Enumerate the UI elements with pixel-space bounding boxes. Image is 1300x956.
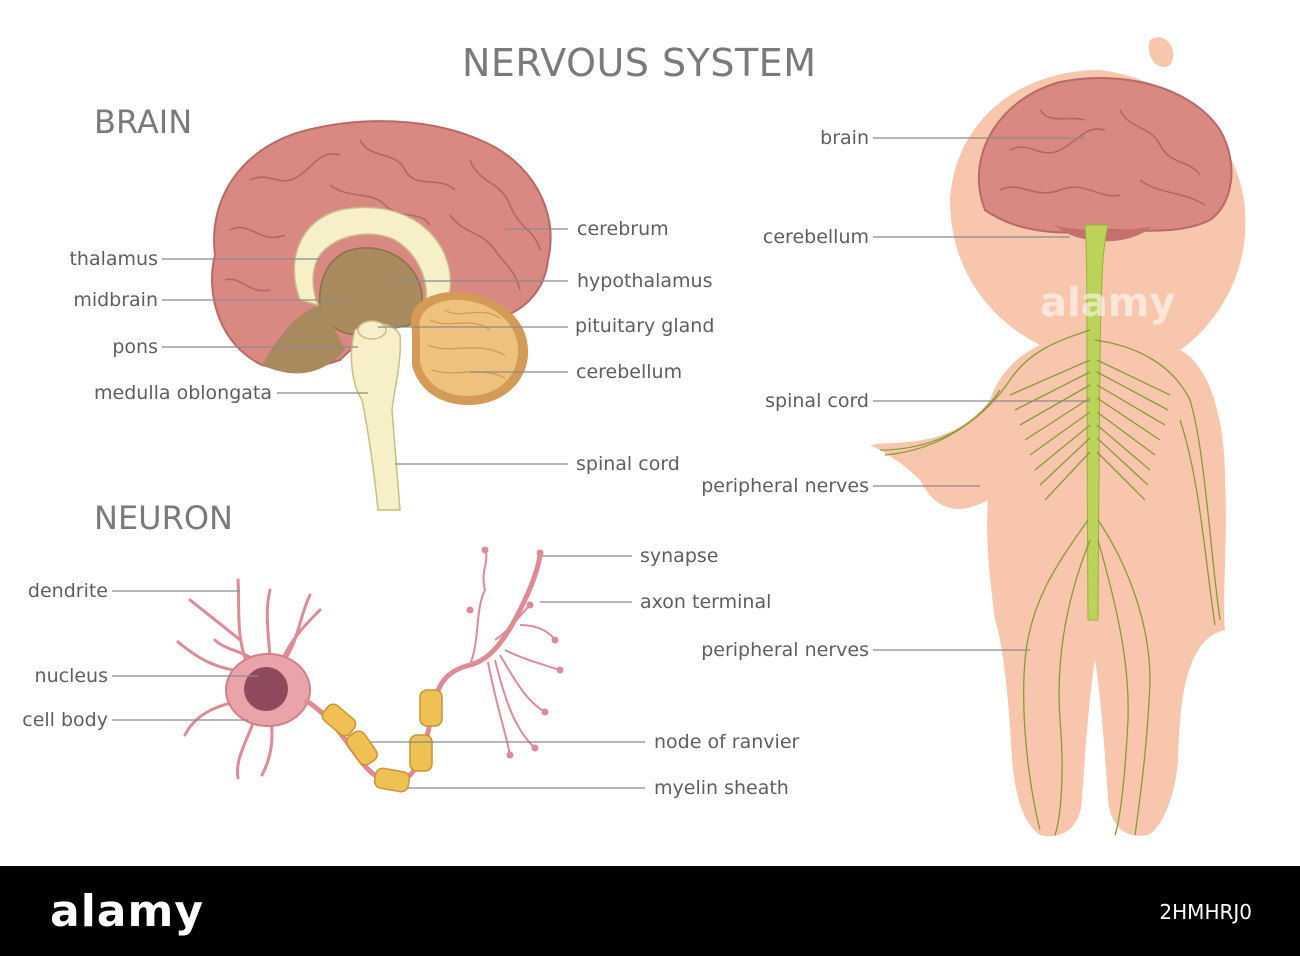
watermark: alamy bbox=[1040, 280, 1176, 326]
label-thalamus: thalamus bbox=[69, 248, 158, 270]
label-cell-body: cell body bbox=[22, 709, 108, 731]
label-body-cerebellum: cerebellum bbox=[762, 226, 869, 248]
brain-illustration bbox=[211, 120, 552, 511]
leader-lines bbox=[112, 137, 1090, 789]
label-pons: pons bbox=[112, 336, 158, 358]
neuron-illustration bbox=[176, 546, 564, 793]
pituitary-gland-shape bbox=[357, 320, 387, 340]
body-illustration bbox=[870, 37, 1246, 837]
label-peripheral-nerves-lower: peripheral nerves bbox=[701, 639, 869, 661]
page-title: NERVOUS SYSTEM bbox=[462, 41, 817, 85]
label-nucleus: nucleus bbox=[34, 665, 108, 687]
label-cerebellum: cerebellum bbox=[576, 361, 683, 383]
neuron-section-heading: NEURON bbox=[94, 499, 233, 537]
label-synapse: synapse bbox=[640, 545, 719, 567]
label-cerebrum: cerebrum bbox=[577, 218, 669, 240]
label-body-spinal-cord: spinal cord bbox=[765, 390, 869, 412]
myelin-sheath-segments bbox=[321, 689, 443, 793]
label-midbrain: midbrain bbox=[73, 289, 158, 311]
brain-section-heading: BRAIN bbox=[94, 103, 193, 141]
body-nerves bbox=[879, 329, 1221, 836]
label-peripheral-nerves-upper: peripheral nerves bbox=[701, 475, 869, 497]
label-node-of-ranvier: node of ranvier bbox=[654, 731, 800, 753]
label-medulla-oblongata: medulla oblongata bbox=[94, 382, 272, 404]
label-axon-terminal: axon terminal bbox=[640, 591, 772, 613]
body-brain-folds bbox=[999, 109, 1206, 206]
label-body-brain: brain bbox=[820, 127, 869, 149]
label-spinal-cord: spinal cord bbox=[576, 453, 680, 475]
label-myelin-sheath: myelin sheath bbox=[654, 777, 789, 799]
label-hypothalamus: hypothalamus bbox=[577, 270, 713, 292]
brainstem-shape bbox=[350, 323, 402, 511]
lower-cerebrum-shape bbox=[262, 305, 345, 374]
body-silhouette bbox=[870, 70, 1246, 837]
body-spinal-cord-shape bbox=[1084, 224, 1109, 621]
axon-terminals bbox=[469, 549, 561, 756]
footer-bar: alamy 2HMHRJ0 bbox=[0, 866, 1300, 956]
synapse-knobs bbox=[466, 546, 564, 759]
footer-image-id: 2HMHRJ0 bbox=[1159, 900, 1252, 924]
nucleus-shape bbox=[244, 667, 288, 711]
label-dendrite: dendrite bbox=[27, 580, 108, 602]
label-pituitary-gland: pituitary gland bbox=[575, 315, 715, 337]
footer-logo: alamy bbox=[50, 886, 204, 937]
cerebrum-folds bbox=[224, 139, 541, 292]
hair-tuft bbox=[1149, 37, 1174, 68]
